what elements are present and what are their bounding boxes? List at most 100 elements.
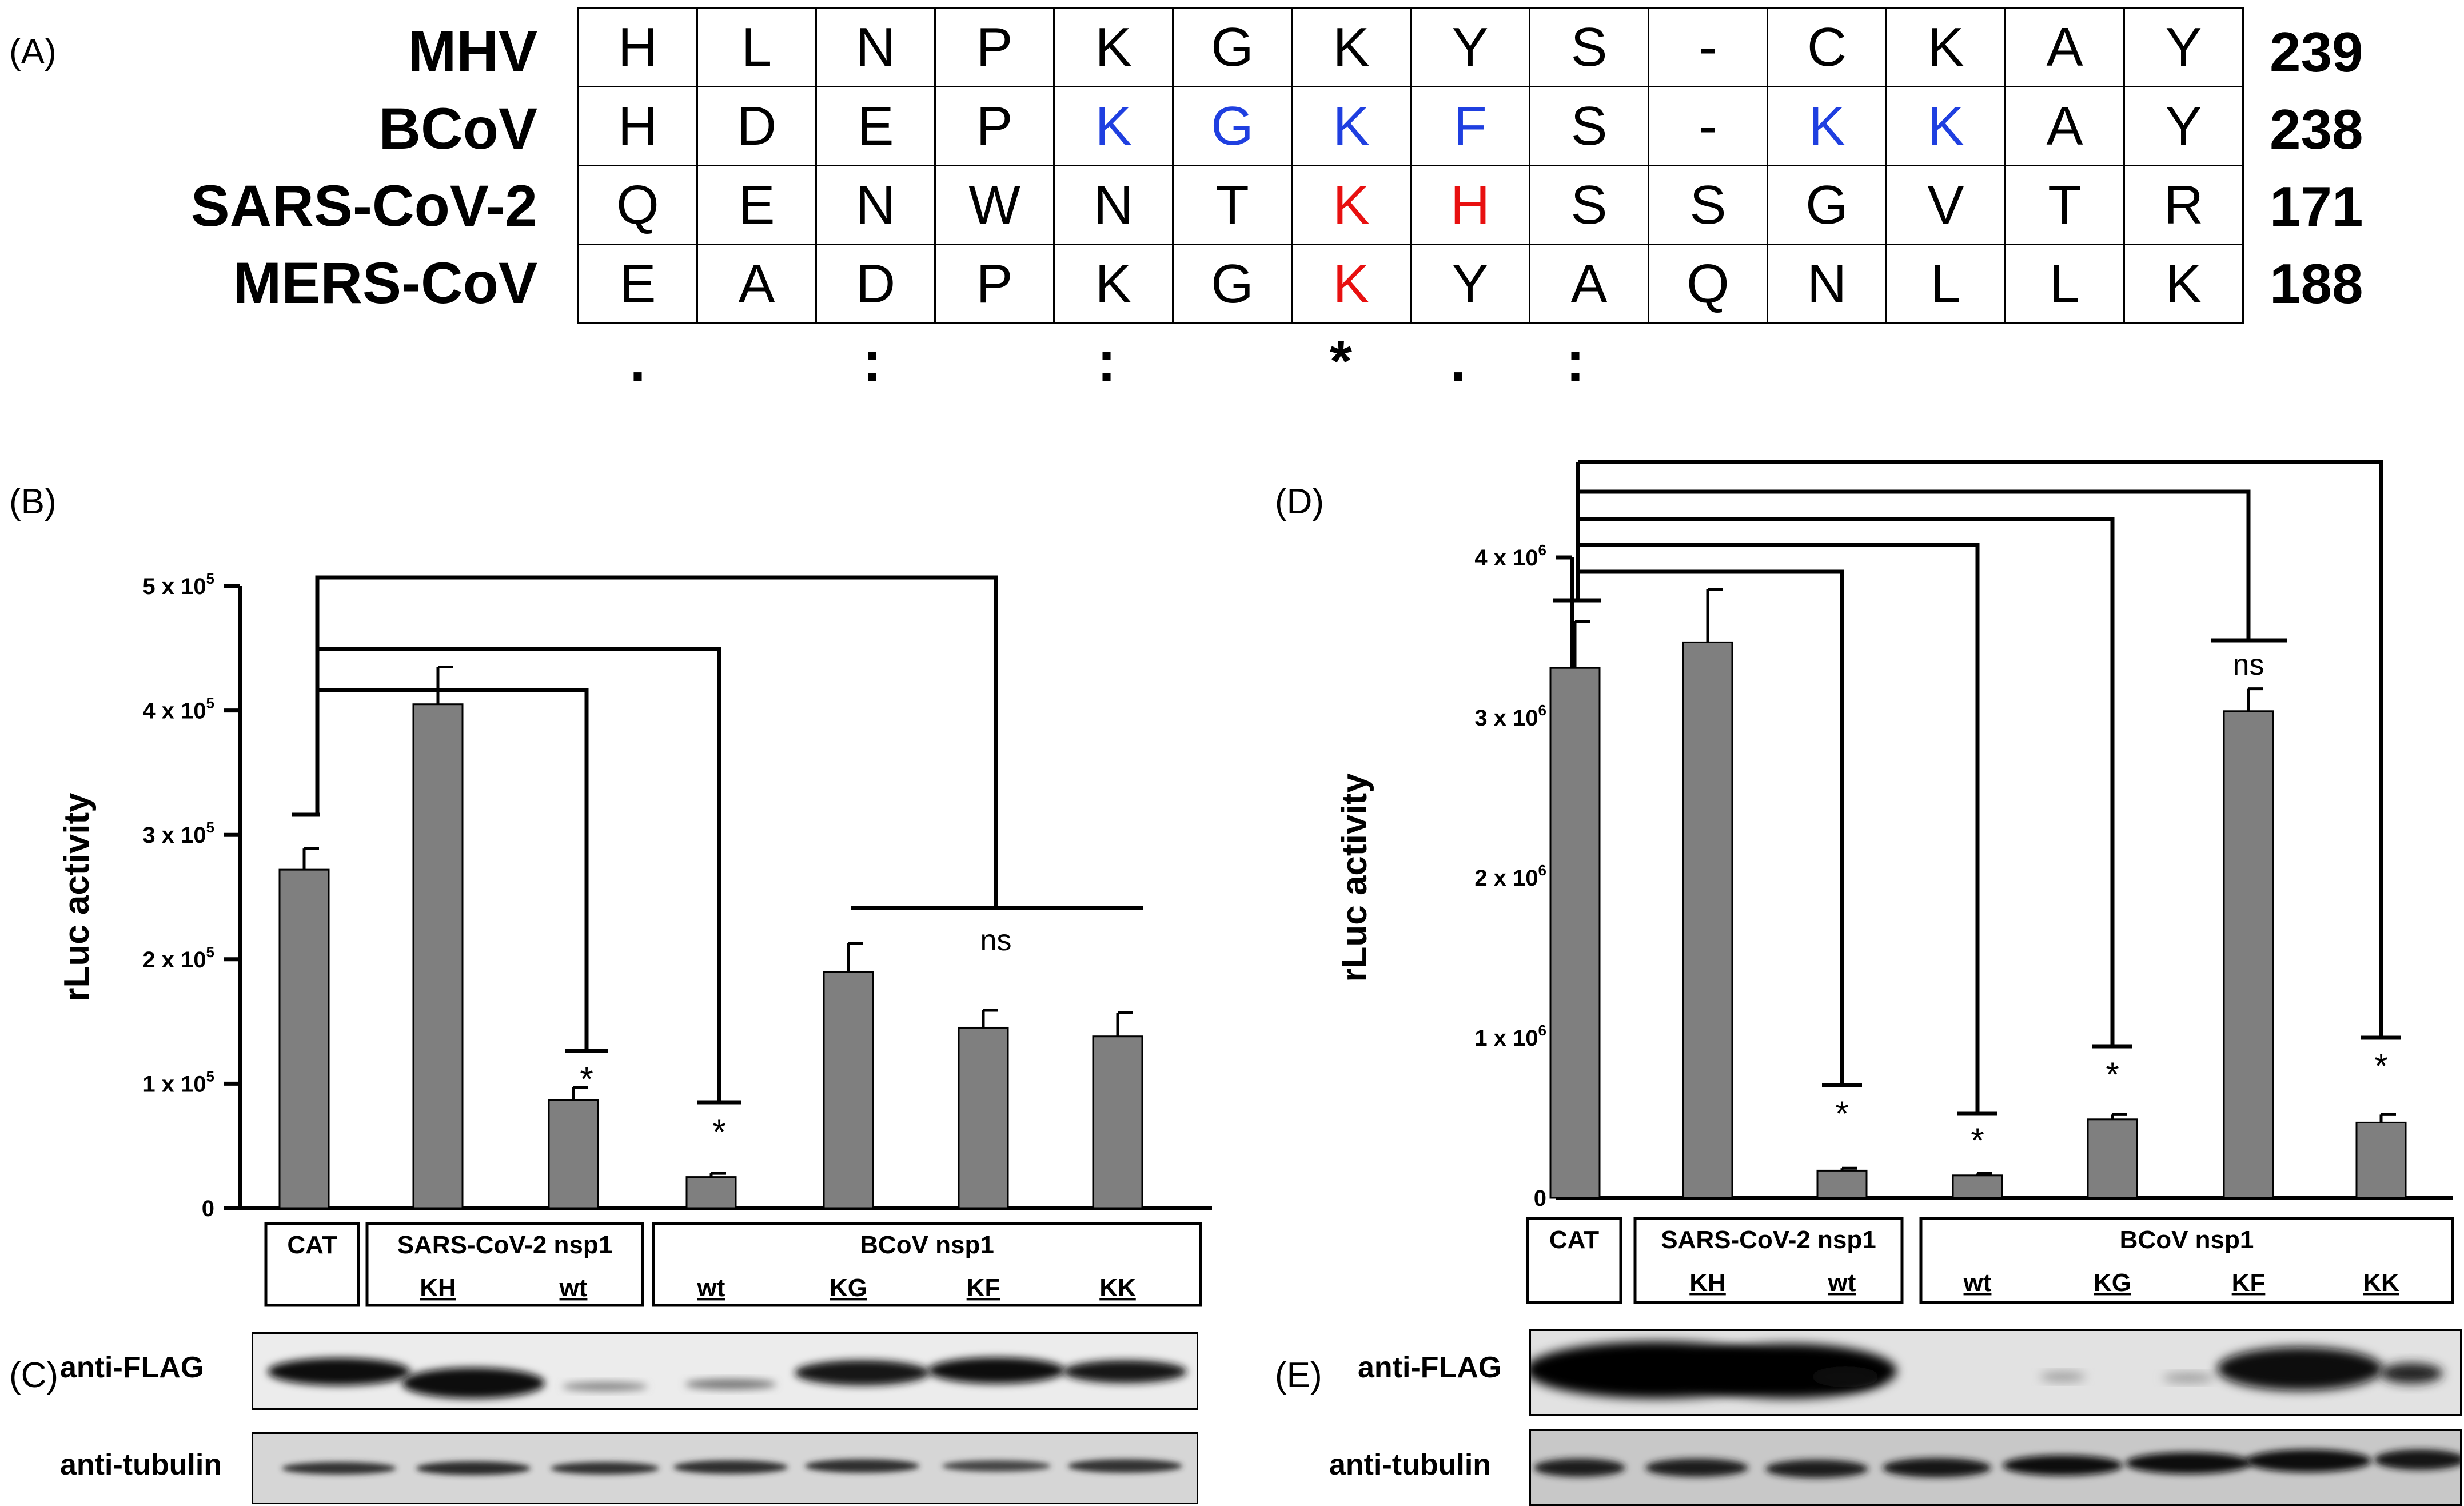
category-group-box (1919, 1217, 2454, 1304)
residue-cell: S (1529, 7, 1649, 87)
bar (685, 1176, 737, 1209)
bar (412, 703, 464, 1209)
residue-cell: K (1885, 86, 2006, 166)
category-label: KG (830, 1274, 867, 1302)
significance-label: * (712, 1113, 725, 1151)
significance-label: * (1835, 1094, 1848, 1133)
bar (958, 1026, 1009, 1209)
y-tick-label: 1 x 105 (142, 1067, 214, 1097)
bar (1952, 1174, 2003, 1199)
bar (548, 1099, 599, 1209)
y-tick-label: 0 (1534, 1186, 1546, 1211)
category-label: wt (1963, 1269, 1992, 1297)
residue-cell: L (2004, 244, 2125, 324)
category-label: wt (559, 1274, 588, 1302)
residue-cell: H (1410, 165, 1530, 245)
category-label: KK (1099, 1274, 1136, 1302)
y-tick-label: 3 x 105 (142, 819, 214, 848)
residue-cell: N (1053, 165, 1174, 245)
bar (1816, 1169, 1868, 1199)
residue-cell: Q (1648, 244, 1768, 324)
blot-e-flag (1529, 1329, 2462, 1416)
residue-cell: A (1529, 244, 1649, 324)
significance-label: * (1971, 1121, 1984, 1160)
residue-cell: D (815, 244, 936, 324)
significance-label: * (580, 1060, 593, 1098)
residue-cell: E (577, 244, 698, 324)
significance-label: ns (2233, 648, 2264, 682)
residue-cell: K (1053, 86, 1174, 166)
category-group-label: BCoV nsp1 (860, 1231, 994, 1259)
residue-cell: H (577, 7, 698, 87)
seq-number-mers-cov: 188 (2270, 252, 2363, 315)
residue-cell: L (696, 7, 817, 87)
y-axis-label: rLuc activity (57, 792, 97, 1002)
residue-cell: G (1767, 165, 1887, 245)
blot-c-tubulin-label: anti-tubulin (60, 1448, 222, 1481)
conservation-symbol: * (1330, 329, 1352, 393)
residue-cell: A (2004, 7, 2125, 87)
residue-cell: A (696, 244, 817, 324)
seq-name-mers-cov: MERS-CoV (233, 250, 537, 316)
residue-cell: K (1291, 165, 1412, 245)
residue-cell: G (1172, 244, 1293, 324)
category-group-box (365, 1222, 644, 1307)
residue-cell: Y (1410, 244, 1530, 324)
category-group-label: CAT (1549, 1226, 1599, 1254)
conservation-symbol: : (1565, 329, 1585, 393)
residue-cell: Q (577, 165, 698, 245)
y-tick-label: 3 x 106 (1474, 702, 1546, 731)
panel-label-d: (D) (1275, 482, 1325, 521)
y-tick-label: 0 (202, 1196, 214, 1221)
bar (2223, 710, 2274, 1199)
significance-bracket (1553, 462, 1601, 603)
residue-cell: Y (2123, 7, 2244, 87)
seq-number-sars-cov-2: 171 (2270, 175, 2363, 238)
significance-bracket (292, 575, 1143, 910)
seq-name-sars-cov-2: SARS-CoV-2 (190, 173, 537, 238)
residue-cell: S (1529, 165, 1649, 245)
seq-number-bcov: 238 (2270, 98, 2363, 161)
residue-cell: N (1767, 244, 1887, 324)
residue-cell: H (577, 86, 698, 166)
conservation-symbol: . (629, 329, 646, 393)
panel-label-c: (C) (9, 1356, 59, 1395)
category-label: KG (2094, 1269, 2131, 1297)
category-group-label: BCoV nsp1 (2120, 1226, 2254, 1254)
significance-bracket (317, 688, 608, 1053)
residue-cell: K (1291, 244, 1412, 324)
significance-bracket (1578, 569, 1862, 1087)
residue-cell: - (1648, 86, 1768, 166)
residue-cell: L (1885, 244, 2006, 324)
residue-cell: K (1767, 86, 1887, 166)
residue-cell: G (1172, 86, 1293, 166)
category-label: wt (697, 1274, 725, 1302)
residue-cell: K (1291, 7, 1412, 87)
blot-c-tubulin (252, 1432, 1198, 1504)
residue-cell: V (1885, 165, 2006, 245)
residue-cell: R (2123, 165, 2244, 245)
panel-label-e: (E) (1275, 1356, 1322, 1395)
residue-cell: S (1529, 86, 1649, 166)
residue-cell: - (1648, 7, 1768, 87)
residue-cell: N (815, 165, 936, 245)
bar (2355, 1121, 2407, 1199)
residue-cell: T (1172, 165, 1293, 245)
y-axis-label: rLuc activity (1335, 773, 1374, 982)
category-label: KH (420, 1274, 456, 1302)
residue-cell: W (934, 165, 1055, 245)
blot-c-flag (252, 1332, 1198, 1410)
blot-e-flag-label: anti-FLAG (1358, 1351, 1502, 1384)
y-tick-label: 2 x 105 (142, 943, 214, 973)
category-group-label: SARS-CoV-2 nsp1 (397, 1231, 613, 1259)
conservation-symbol: . (1450, 329, 1466, 393)
category-group-box (1526, 1217, 1622, 1304)
significance-label: * (2374, 1047, 2387, 1085)
category-label: KF (2232, 1269, 2266, 1297)
residue-cell: P (934, 7, 1055, 87)
residue-cell: G (1172, 7, 1293, 87)
bar (1092, 1035, 1143, 1209)
